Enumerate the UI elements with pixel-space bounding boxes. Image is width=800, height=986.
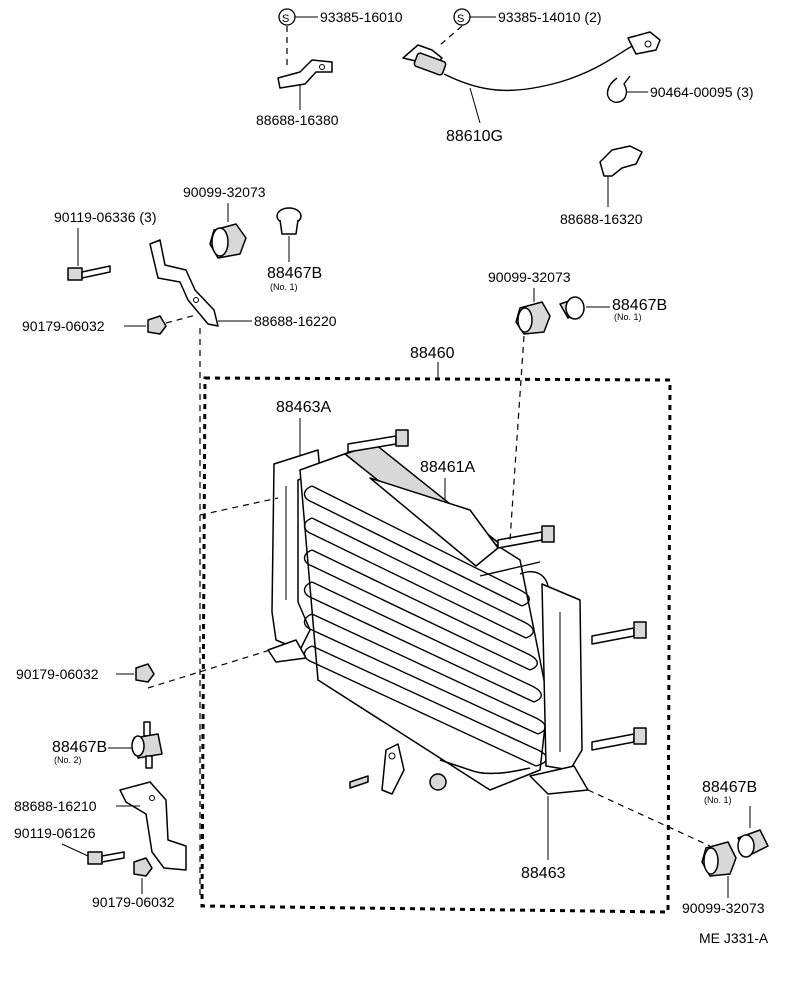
label-88688-16320: 88688-16320	[560, 211, 643, 227]
grommet-90099-32073-bottom	[701, 841, 737, 877]
svg-text:S: S	[282, 13, 289, 25]
grommet-90099-32073-top	[209, 223, 247, 259]
label-90099-32073-top: 90099-32073	[183, 184, 266, 200]
label-88688-16380: 88688-16380	[256, 112, 339, 128]
bracket-88688-16210	[119, 781, 187, 871]
label-90464-00095: 90464-00095 (3)	[650, 84, 754, 100]
label-90119-06126: 90119-06126	[14, 825, 96, 841]
bolt-right-mid	[591, 621, 647, 645]
label-90179-06032-top: 90179-06032	[22, 318, 105, 334]
assembly-frame-88460	[200, 376, 672, 914]
svg-text:S: S	[457, 13, 464, 25]
label-88460: 88460	[410, 345, 455, 362]
label-88467B-lower-sub: (No. 2)	[54, 755, 82, 765]
bolt-90119-06336	[67, 265, 111, 281]
label-88467B-right: 88467B	[702, 779, 757, 796]
bracket-88688-16220	[149, 239, 219, 327]
label-90179-06032-mid: 90179-06032	[16, 666, 99, 682]
clip-90464-00095	[606, 75, 631, 103]
nut-90179-06032-bottom	[133, 857, 153, 877]
nut-90179-06032-top	[147, 315, 167, 335]
bolt-90119-06126	[87, 851, 125, 865]
screw-small	[349, 775, 369, 789]
label-90099-32073-mid: 90099-32073	[488, 269, 571, 285]
bolt-right-lower	[591, 727, 647, 751]
label-88467B-top: 88467B	[267, 265, 322, 282]
label-88467B-right-sub: (No. 1)	[704, 795, 732, 805]
clamp-small	[381, 743, 405, 795]
label-88463A: 88463A	[276, 399, 331, 416]
label-88688-16220: 88688-16220	[254, 313, 337, 329]
label-88463: 88463	[521, 865, 566, 882]
cushion-88467B-mid	[559, 296, 585, 320]
bracket-88688-16320	[599, 145, 643, 177]
label-88467B-mid-sub: (No. 1)	[614, 312, 642, 322]
grommet-90099-32073-mid	[515, 301, 551, 335]
label-90099-32073-bottom: 90099-32073	[682, 900, 765, 916]
label-88467B-lower: 88467B	[52, 739, 107, 756]
label-88461A: 88461A	[420, 459, 475, 476]
bracket-88688-16380	[277, 59, 333, 89]
label-88610G: 88610G	[446, 128, 503, 145]
figure-code: ME J331-A	[699, 930, 769, 946]
bolt-right-upper	[497, 525, 555, 549]
cushion-88467B-lower	[131, 721, 163, 769]
s-marker-1: S	[278, 8, 296, 26]
thermistor-88610G	[402, 31, 661, 92]
nut-90179-06032-mid	[135, 663, 155, 683]
cushion-88467B-top	[276, 207, 302, 235]
label-88688-16210: 88688-16210	[14, 798, 97, 814]
label-88467B-top-sub: (No. 1)	[270, 282, 298, 292]
s-marker-2: S	[453, 8, 471, 26]
label-90179-06032-bottom: 90179-06032	[92, 894, 175, 910]
cushion-88467B-right	[737, 829, 769, 858]
bracket-88463	[529, 583, 589, 795]
label-88467B-mid: 88467B	[612, 297, 667, 314]
bolt-top-evaporator	[347, 429, 409, 453]
label-93385-16010: 93385-16010	[320, 9, 403, 25]
label-90119-06336: 90119-06336 (3)	[54, 209, 156, 225]
evaporator-88461A	[299, 443, 553, 791]
label-93385-14010: 93385-14010 (2)	[498, 9, 602, 25]
